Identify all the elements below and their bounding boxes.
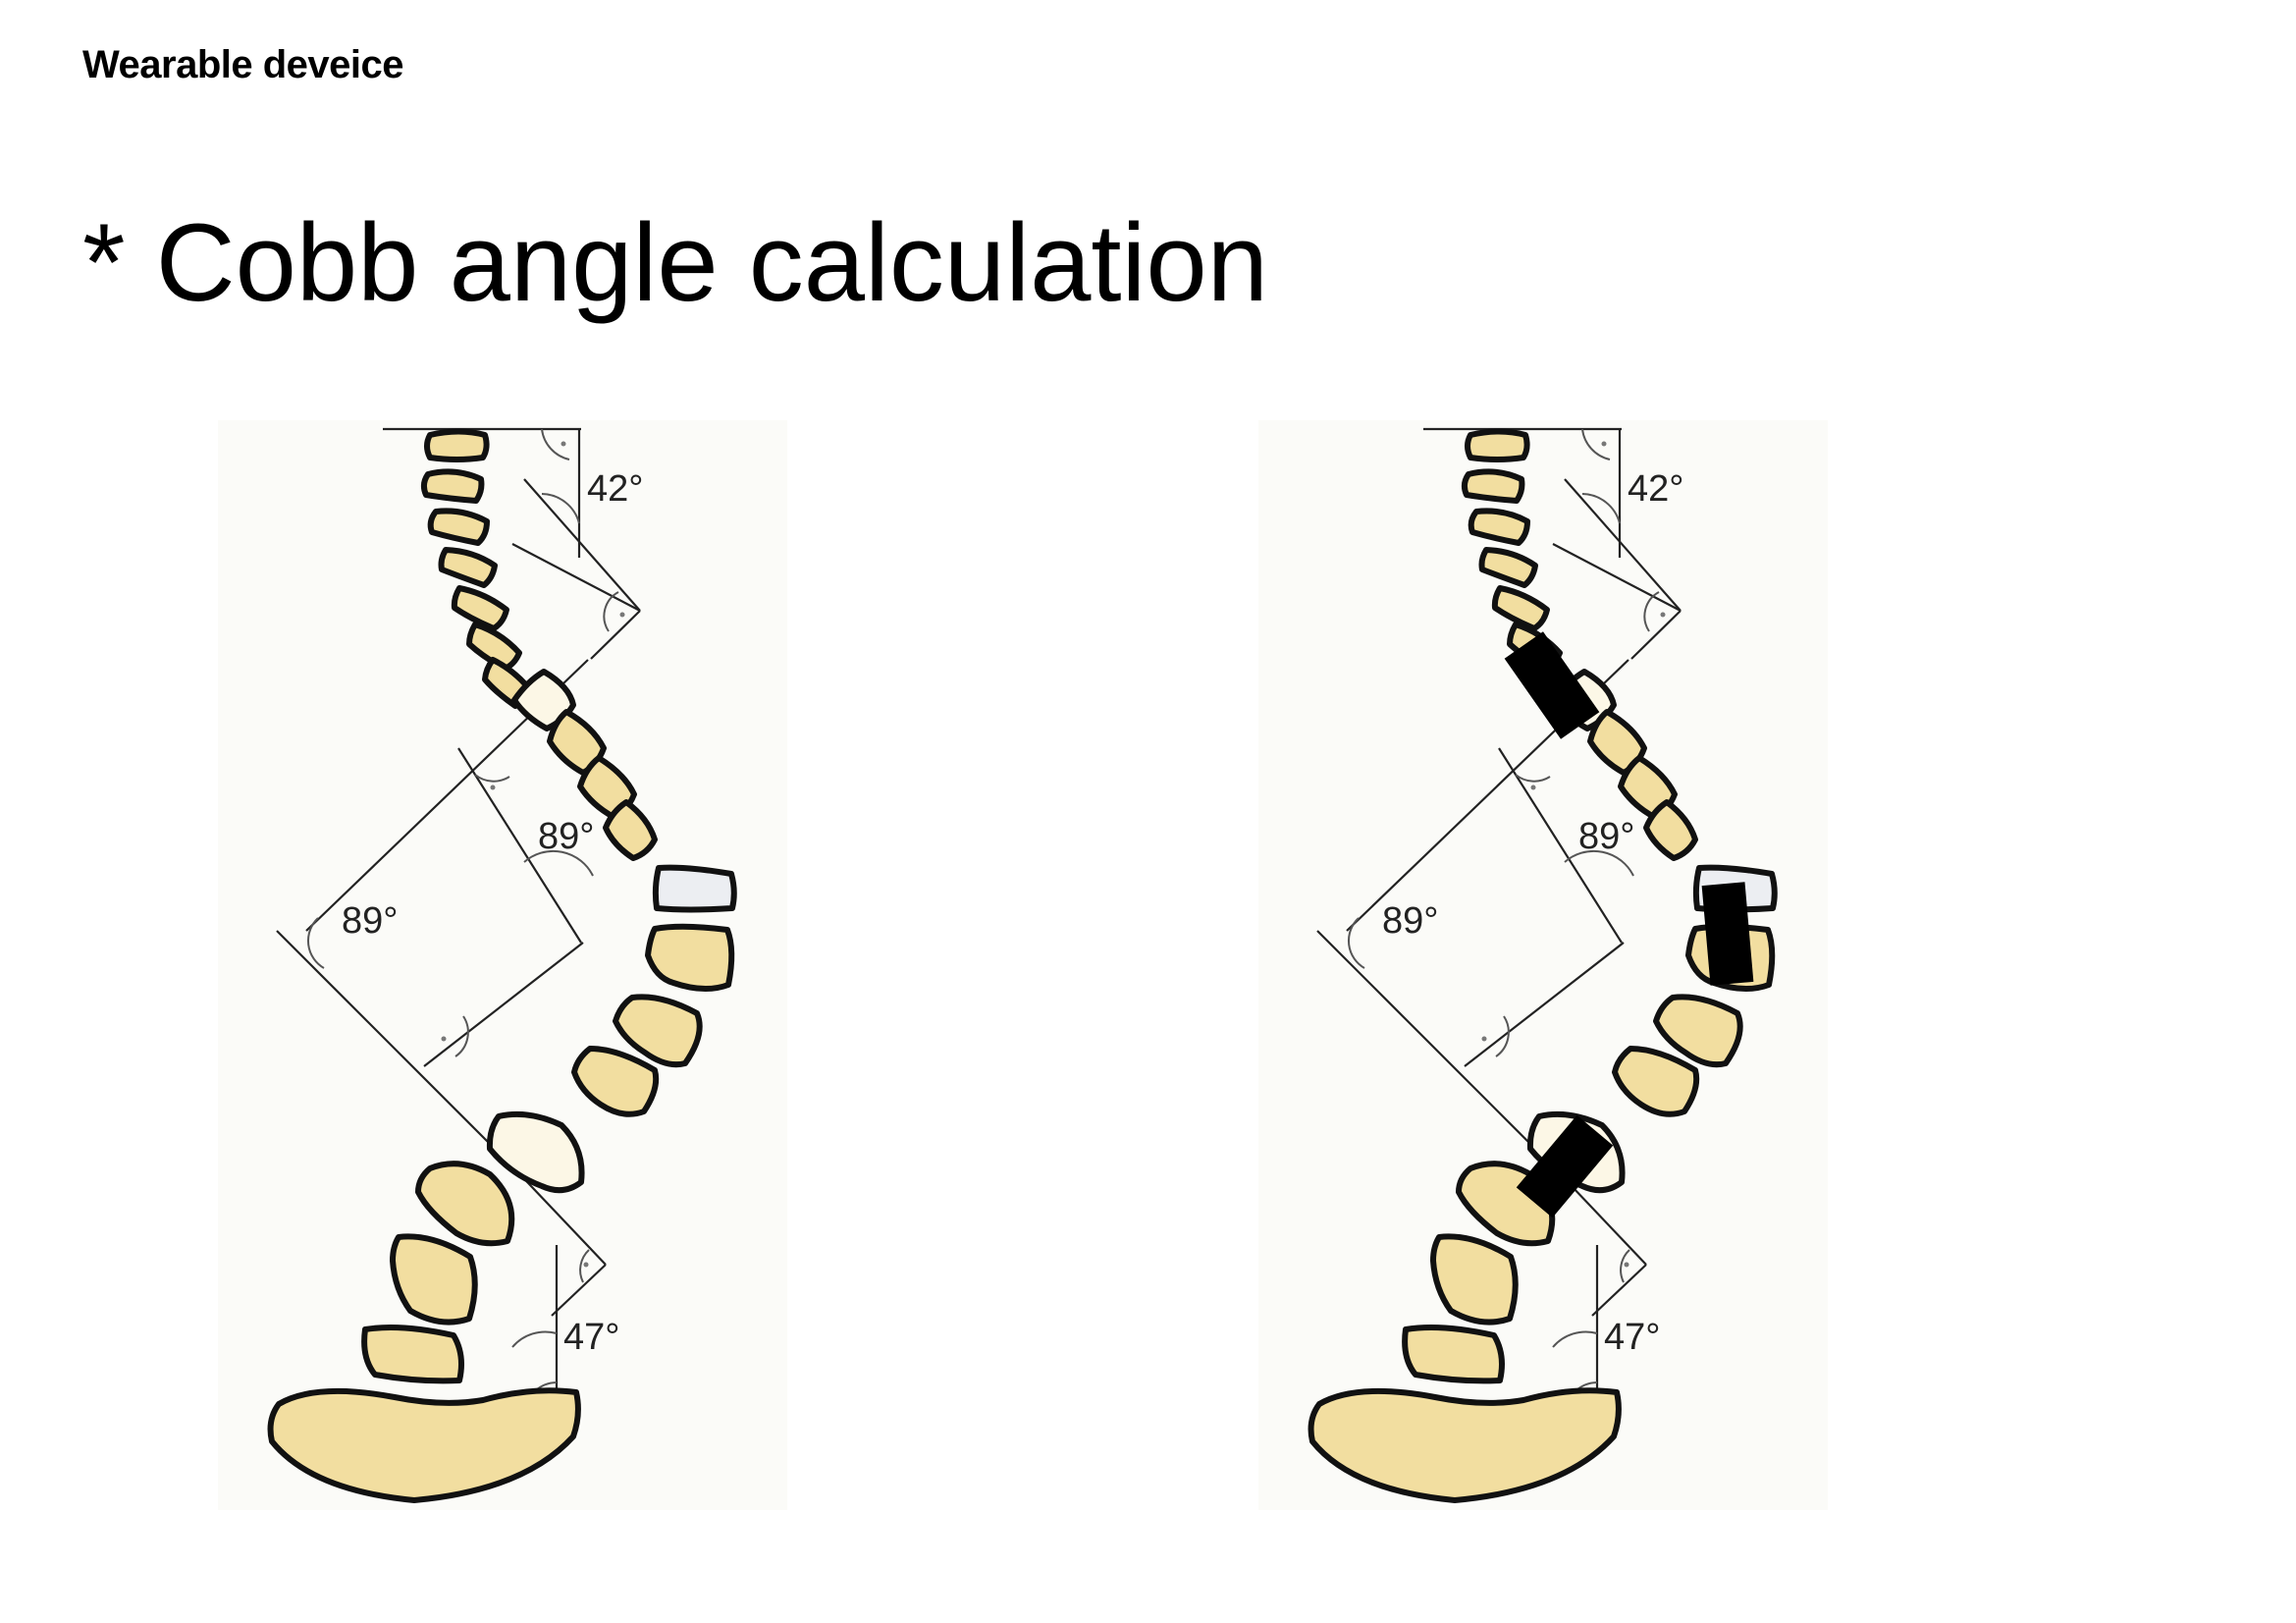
cobb-construction-lines: [1316, 427, 1682, 1414]
spine-diagram-with-device: 42° 89° 89° 47°: [1258, 420, 1828, 1510]
page-title: * Cobb angle calculation: [82, 201, 1268, 324]
sensor-upper: [1504, 631, 1600, 739]
sensor-lower: [1516, 1114, 1614, 1218]
sacrum-pelvis: [1308, 1387, 1622, 1503]
angle-label-upper: 42°: [1628, 468, 1683, 510]
wearable-sensors: [1504, 631, 1754, 1218]
angle-label-middle-right: 89°: [538, 816, 594, 857]
section-header: Wearable deveice: [82, 43, 404, 86]
angle-label-upper: 42°: [587, 468, 643, 510]
angle-label-lower: 47°: [1604, 1317, 1660, 1358]
angle-label-middle-left: 89°: [1382, 900, 1438, 942]
sacrum-pelvis: [267, 1387, 581, 1503]
angle-label-middle-left: 89°: [342, 900, 398, 942]
spine-diagram-without-device: 42° 89° 89° 47°: [218, 420, 787, 1510]
angle-label-lower: 47°: [563, 1317, 619, 1358]
cobb-construction-lines: [276, 427, 641, 1414]
sensor-middle: [1701, 882, 1754, 986]
vertebral-column: [361, 428, 737, 1384]
angle-label-middle-right: 89°: [1578, 816, 1634, 857]
